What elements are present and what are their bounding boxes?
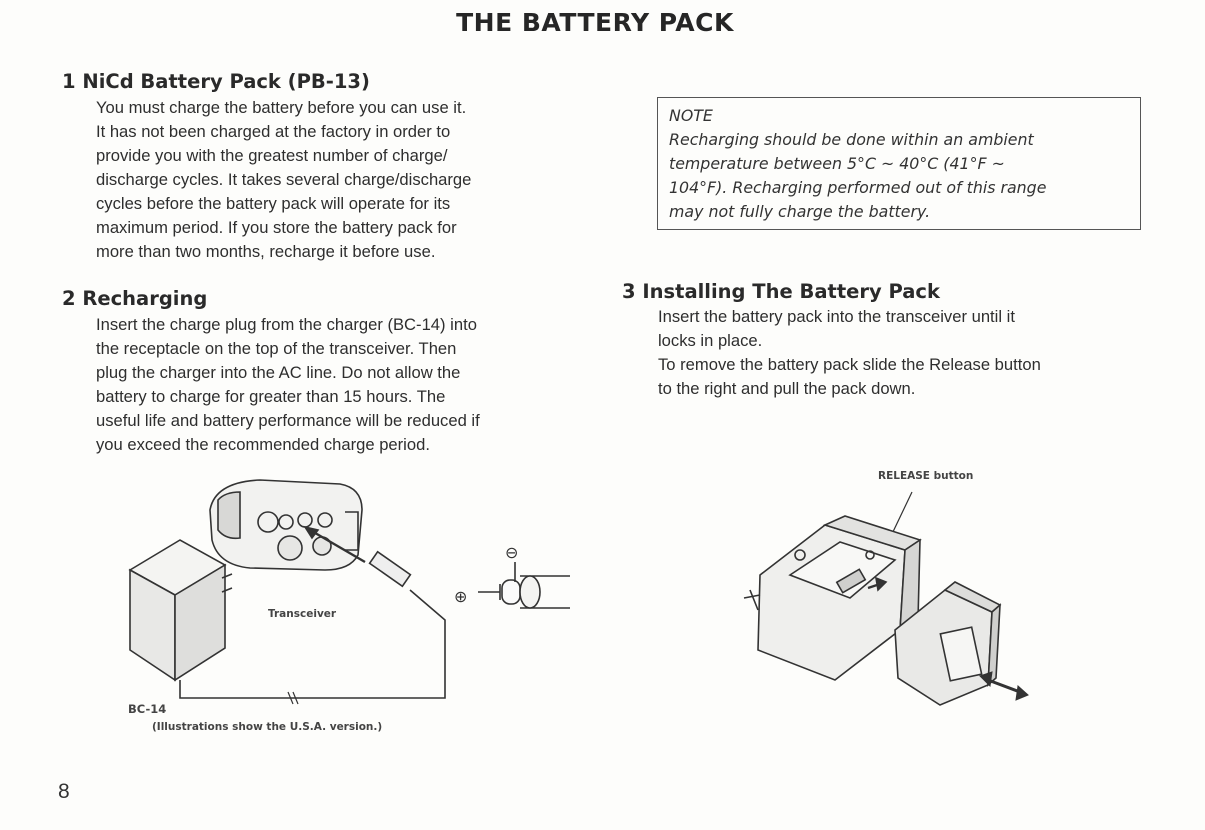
body-line: discharge cycles. It takes several charg…: [96, 170, 472, 189]
polarity-minus-symbol: ⊖: [505, 543, 518, 562]
illustration-caption: (Illustrations show the U.S.A. version.): [152, 721, 383, 733]
note-line: temperature between 5°C ~ 40°C (41°F ~: [669, 154, 1005, 173]
section-1-number: 1: [62, 70, 76, 93]
body-line: plug the charger into the AC line. Do no…: [96, 363, 461, 382]
body-line: to the right and pull the pack down.: [658, 379, 916, 398]
battery-pack-illustration: [743, 491, 1029, 706]
slide-direction-arrow: [979, 671, 1029, 701]
body-line: maximum period. If you store the battery…: [96, 218, 457, 237]
body-line: the receptacle on the top of the transce…: [96, 339, 457, 358]
charging-illustration: ⊕ ⊖: [128, 479, 570, 705]
note-label: NOTE: [669, 106, 713, 125]
body-line: you exceed the recommended charge period…: [96, 435, 430, 454]
body-line: Insert the charge plug from the charger …: [96, 315, 477, 334]
body-line: useful life and battery performance will…: [96, 411, 480, 430]
section-3-title: Installing The Battery Pack: [642, 280, 940, 303]
transceiver-image: [209, 479, 363, 571]
section-3-number: 3: [622, 280, 636, 303]
transceiver-body-image: [743, 515, 922, 681]
section-2-body: Insert the charge plug from the charger …: [96, 313, 480, 457]
section-1-body: You must charge the battery before you c…: [96, 96, 471, 264]
body-line: battery to charge for greater than 15 ho…: [96, 387, 446, 406]
body-line: You must charge the battery before you c…: [96, 98, 467, 117]
section-2-heading: 2 Recharging: [62, 287, 207, 310]
page-title: THE BATTERY PACK: [456, 8, 734, 37]
charger-label: BC-14: [128, 702, 167, 716]
section-3-body: Insert the battery pack into the transce…: [658, 305, 1041, 401]
battery-pack-image: [894, 581, 1002, 706]
section-1-heading: 1 NiCd Battery Pack (PB-13): [62, 70, 370, 93]
release-button-label: RELEASE button: [878, 470, 974, 482]
body-line: To remove the battery pack slide the Rel…: [658, 355, 1041, 374]
note-box: NOTE Recharging should be done within an…: [657, 97, 1141, 230]
section-2-title: Recharging: [82, 287, 208, 310]
note-line: Recharging should be done within an ambi…: [669, 130, 1034, 149]
section-2-number: 2: [62, 287, 76, 310]
polarity-plus-symbol: ⊕: [454, 587, 467, 606]
body-line: more than two months, recharge it before…: [96, 242, 436, 261]
note-line: 104°F). Recharging performed out of this…: [669, 178, 1047, 197]
section-3-heading: 3 Installing The Battery Pack: [622, 280, 940, 303]
charger-adapter-image: [128, 539, 290, 699]
body-line: It has not been charged at the factory i…: [96, 122, 451, 141]
transceiver-label: Transceiver: [268, 608, 337, 620]
section-1-title: NiCd Battery Pack (PB-13): [82, 70, 370, 93]
body-line: cycles before the battery pack will oper…: [96, 194, 451, 213]
polarity-diagram: [478, 562, 570, 609]
body-line: Insert the battery pack into the transce…: [658, 307, 1015, 326]
page-number: 8: [58, 780, 70, 803]
note-line: may not fully charge the battery.: [669, 202, 931, 221]
body-line: locks in place.: [658, 331, 763, 350]
body-line: provide you with the greatest number of …: [96, 146, 448, 165]
